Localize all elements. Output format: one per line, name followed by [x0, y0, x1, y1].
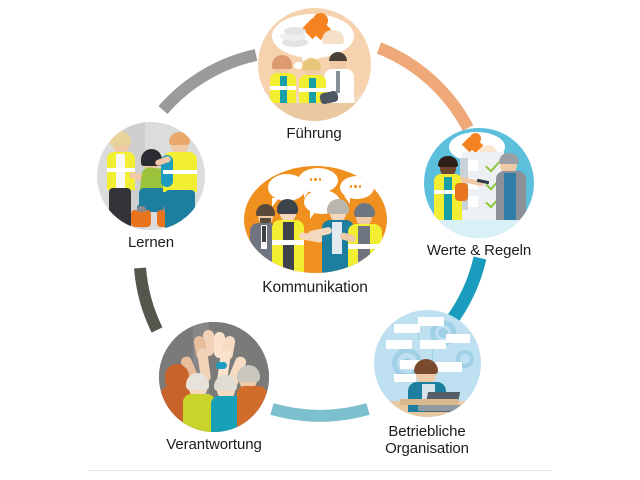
fuehrung-label: Führung: [286, 125, 342, 142]
node-verantwortung[interactable]: Verantwortung: [140, 322, 288, 453]
node-werte-regeln[interactable]: Werte & Regeln: [405, 128, 553, 259]
werte-regeln-label: Werte & Regeln: [426, 242, 532, 259]
fuehrung-illustration: [257, 8, 371, 121]
betriebliche-organisation-illustration: [373, 310, 481, 417]
bottom-divider: [88, 470, 552, 471]
arc-lernen-to-fuehrung: [158, 49, 258, 114]
node-lernen[interactable]: Lernen: [88, 122, 214, 251]
node-kommunikation[interactable]: Kommunikation: [232, 166, 398, 297]
werte-regeln-illustration: [424, 128, 534, 238]
lernen-label: Lernen: [127, 234, 175, 251]
node-betriebliche-organisation[interactable]: Betriebliche Organisation: [357, 310, 497, 457]
arc-betriebliche-organisation-to-verantwortung: [270, 403, 370, 422]
arc-fuehrung-to-werte: [376, 42, 474, 131]
betriebliche-organisation-label: Betriebliche Organisation: [385, 423, 469, 458]
verantwortung-illustration: [159, 322, 269, 432]
arc-verantwortung-to-lernen: [134, 267, 163, 333]
node-fuehrung[interactable]: Führung: [248, 8, 380, 142]
kommunikation-label: Kommunikation: [262, 279, 368, 296]
speech-bubble: [297, 168, 338, 193]
speech-bubble: [339, 176, 374, 199]
kommunikation-illustration: [243, 166, 387, 273]
verantwortung-label: Verantwortung: [166, 436, 262, 453]
lernen-illustration: [97, 122, 205, 230]
arc-werte-to-betriebliche-organisation: [446, 256, 487, 324]
